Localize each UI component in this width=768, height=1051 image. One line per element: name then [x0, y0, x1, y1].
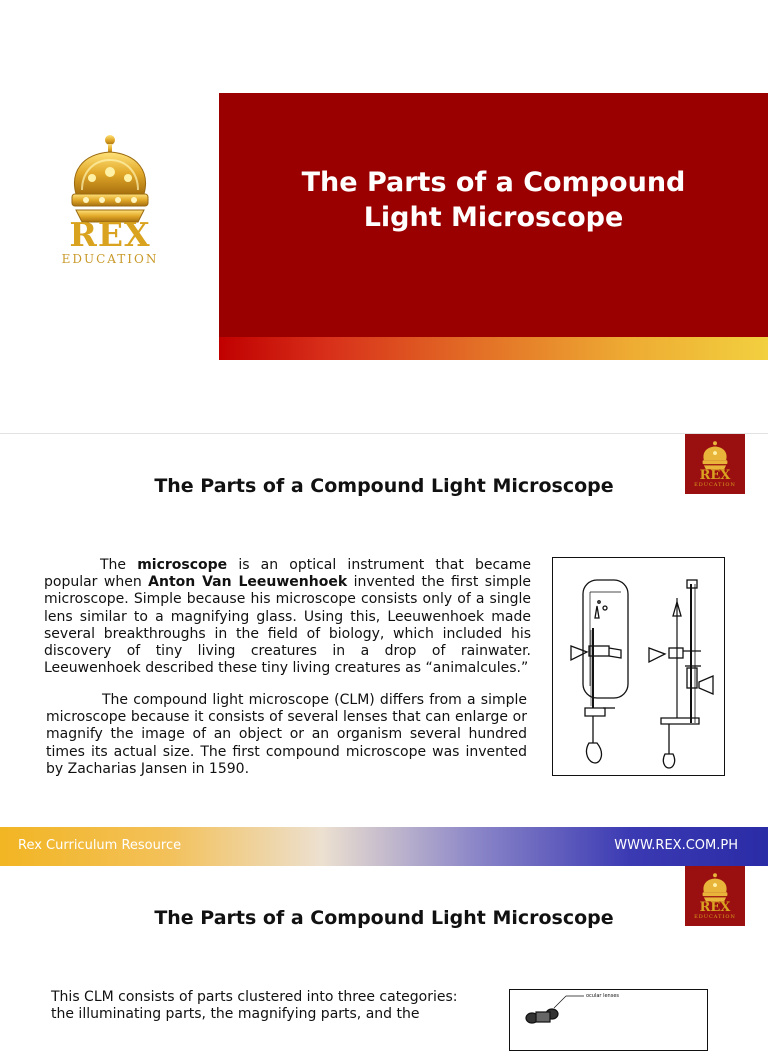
p1-mid: is an optical instrument that became pop…	[44, 557, 531, 591]
corner-logo-wordmark: REX	[699, 900, 731, 915]
term-microscope: microscope	[137, 557, 228, 573]
rex-education-logo: REX EDUCATION	[52, 132, 168, 266]
p2-text: The compound light microscope (CLM) diff…	[46, 692, 527, 777]
corner-logo: REX EDUCATION	[685, 866, 745, 926]
intro-paragraph: The microscope is an optical instrument …	[44, 557, 531, 677]
crown-icon	[71, 135, 149, 223]
title-banner: The Parts of a Compound Light Microscope	[219, 93, 768, 337]
corner-logo-wordmark: REX	[699, 468, 731, 483]
compound-microscope-illustration	[525, 995, 584, 1024]
corner-logo-tagline: EDUCATION	[694, 482, 736, 488]
crown-icon	[702, 441, 728, 470]
p1-pre: The	[100, 557, 138, 573]
logo-wordmark: REX	[69, 215, 151, 254]
title-gradient-stripe	[219, 337, 768, 360]
clm-parts-figure: ocular lenses	[509, 989, 708, 1051]
simple-microscope-illustration	[570, 579, 714, 769]
corner-logo: REX EDUCATION	[685, 434, 745, 494]
clm-paragraph: The compound light microscope (CLM) diff…	[46, 692, 527, 778]
slide-title-line2: Light Microscope	[363, 202, 624, 233]
footer-resource-label: Rex Curriculum Resource	[18, 838, 182, 853]
content-slide-2: REX EDUCATION The Parts of a Compound Li…	[0, 866, 768, 1051]
figure-label-ocular-lenses: ocular lenses	[586, 993, 619, 999]
categories-paragraph: This CLM consists of parts clustered int…	[51, 989, 458, 1023]
footer-website-link[interactable]: WWW.REX.COM.PH	[614, 838, 738, 853]
slide-heading: The Parts of a Compound Light Microscope	[154, 907, 614, 929]
title-slide: REX EDUCATION The Parts of a Compound Li…	[0, 0, 768, 432]
p1-post: invented the first simple microscope. Si…	[44, 574, 532, 677]
crown-icon	[702, 873, 728, 902]
microscope-figure	[552, 557, 725, 776]
slide-title-line1: The Parts of a Compound	[301, 167, 686, 198]
inventor-name: Anton Van Leeuwenhoek	[148, 574, 348, 591]
slide-title: The Parts of a Compound Light Microscope	[219, 165, 768, 235]
slide-heading: The Parts of a Compound Light Microscope	[154, 475, 614, 497]
logo-tagline: EDUCATION	[61, 252, 159, 266]
slide-footer: Rex Curriculum Resource WWW.REX.COM.PH	[0, 827, 768, 867]
corner-logo-tagline: EDUCATION	[694, 914, 736, 920]
content-slide-1: REX EDUCATION The Parts of a Compound Li…	[0, 433, 768, 867]
